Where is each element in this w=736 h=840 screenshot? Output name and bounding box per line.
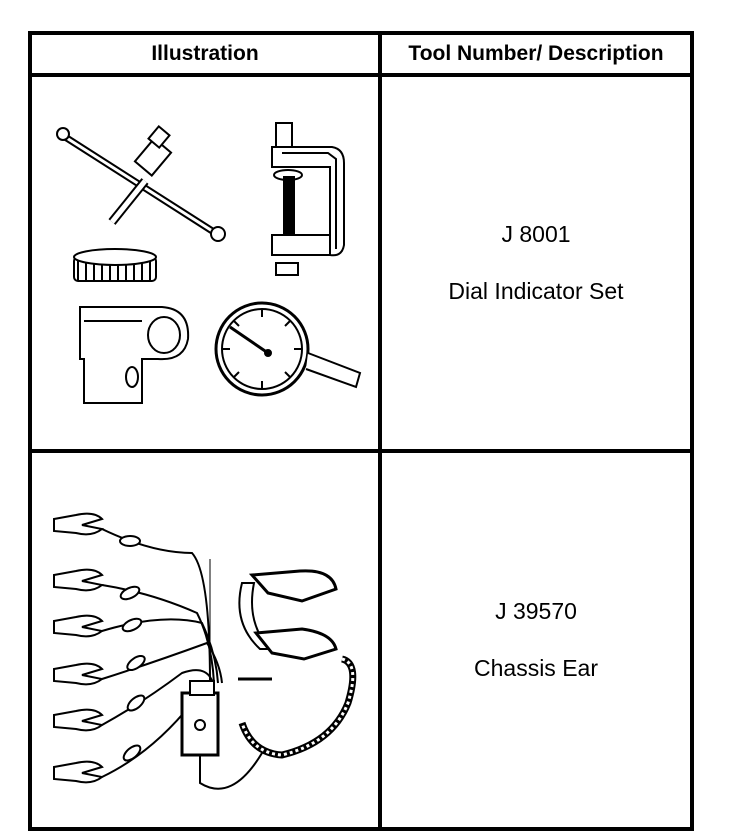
illustration-cell bbox=[28, 449, 382, 831]
description-cell: J 8001 Dial Indicator Set bbox=[378, 73, 694, 453]
table-row: J 8001 Dial Indicator Set bbox=[28, 73, 694, 453]
tool-number: J 8001 bbox=[501, 221, 571, 247]
illustration-cell bbox=[28, 73, 382, 453]
tool-description: Dial Indicator Set bbox=[448, 278, 624, 304]
tool-description: Chassis Ear bbox=[474, 655, 598, 681]
table-row: J 39570 Chassis Ear bbox=[28, 449, 694, 831]
header-tool-number-description: Tool Number/ Description bbox=[378, 31, 694, 77]
tool-number: J 39570 bbox=[495, 598, 577, 624]
header-row: Illustration Tool Number/ Description bbox=[28, 31, 694, 77]
tool-table: Illustration Tool Number/ Description bbox=[28, 31, 694, 831]
dial-indicator-set-icon bbox=[56, 122, 362, 404]
description-cell: J 39570 Chassis Ear bbox=[378, 449, 694, 831]
header-illustration: Illustration bbox=[28, 31, 382, 77]
chassis-ear-icon bbox=[53, 512, 357, 790]
